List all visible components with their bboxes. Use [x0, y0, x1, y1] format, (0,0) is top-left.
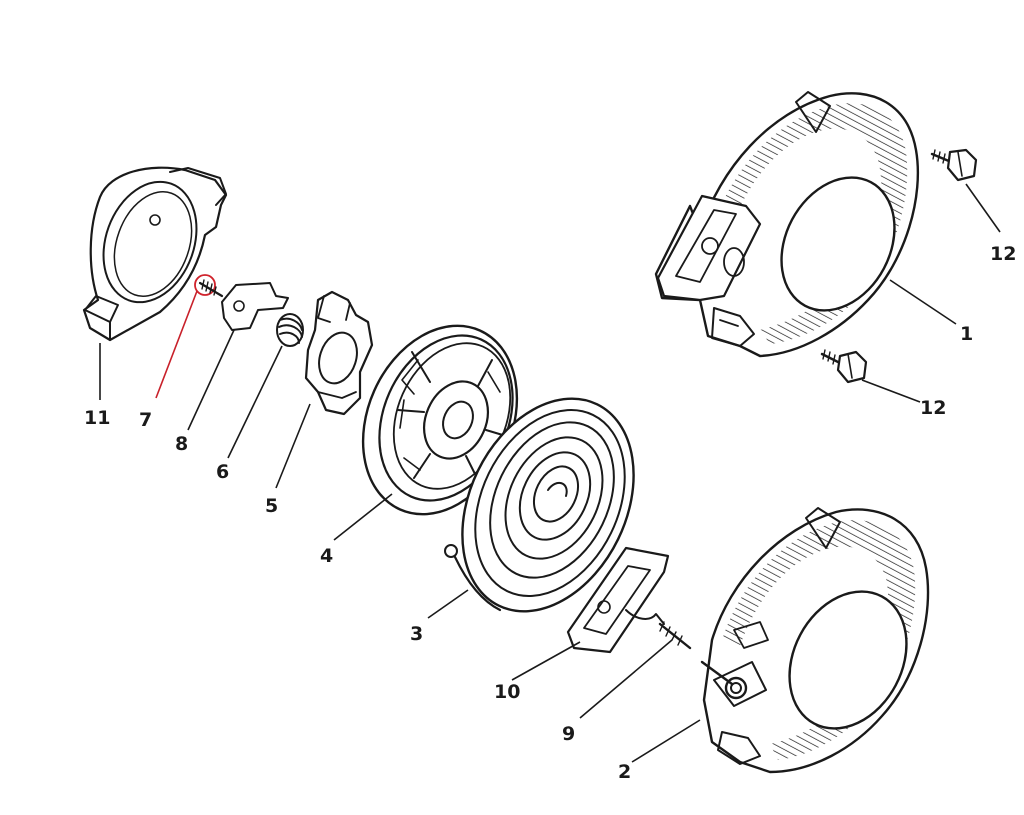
- label-part-2: 2: [618, 761, 631, 783]
- part-9-rope-guide: [658, 621, 692, 650]
- part-number-labels: 11 7 8 6 5 4 3 10 9 2 1 12 12: [84, 243, 1016, 783]
- label-part-7: 7: [139, 409, 152, 431]
- label-part-11: 11: [84, 407, 110, 429]
- label-part-3: 3: [410, 623, 423, 645]
- part-12-bolt-lower: [820, 349, 868, 384]
- label-part-12-lower: 12: [920, 397, 946, 419]
- part-2-starter-housing: [700, 507, 930, 774]
- part-1-starter-housing: [654, 91, 920, 358]
- part-10-handle: [566, 546, 670, 654]
- part-11-starter-cup: [82, 166, 228, 342]
- part-5-ratchet: [304, 290, 374, 416]
- label-part-8: 8: [175, 433, 188, 455]
- leader-lines: [99, 183, 1001, 763]
- part-3-recoil-spring: [444, 397, 635, 613]
- part-8-friction-plate: [221, 282, 289, 331]
- part-6-spring: [276, 313, 304, 347]
- label-part-9: 9: [562, 723, 575, 745]
- part-7-screw: [194, 274, 224, 298]
- label-part-4: 4: [320, 545, 333, 567]
- label-part-10: 10: [494, 681, 520, 703]
- label-part-1: 1: [960, 323, 973, 345]
- label-part-6: 6: [216, 461, 229, 483]
- label-part-5: 5: [265, 495, 278, 517]
- part-12-bolt-upper: [930, 148, 978, 182]
- label-part-12-upper: 12: [990, 243, 1016, 265]
